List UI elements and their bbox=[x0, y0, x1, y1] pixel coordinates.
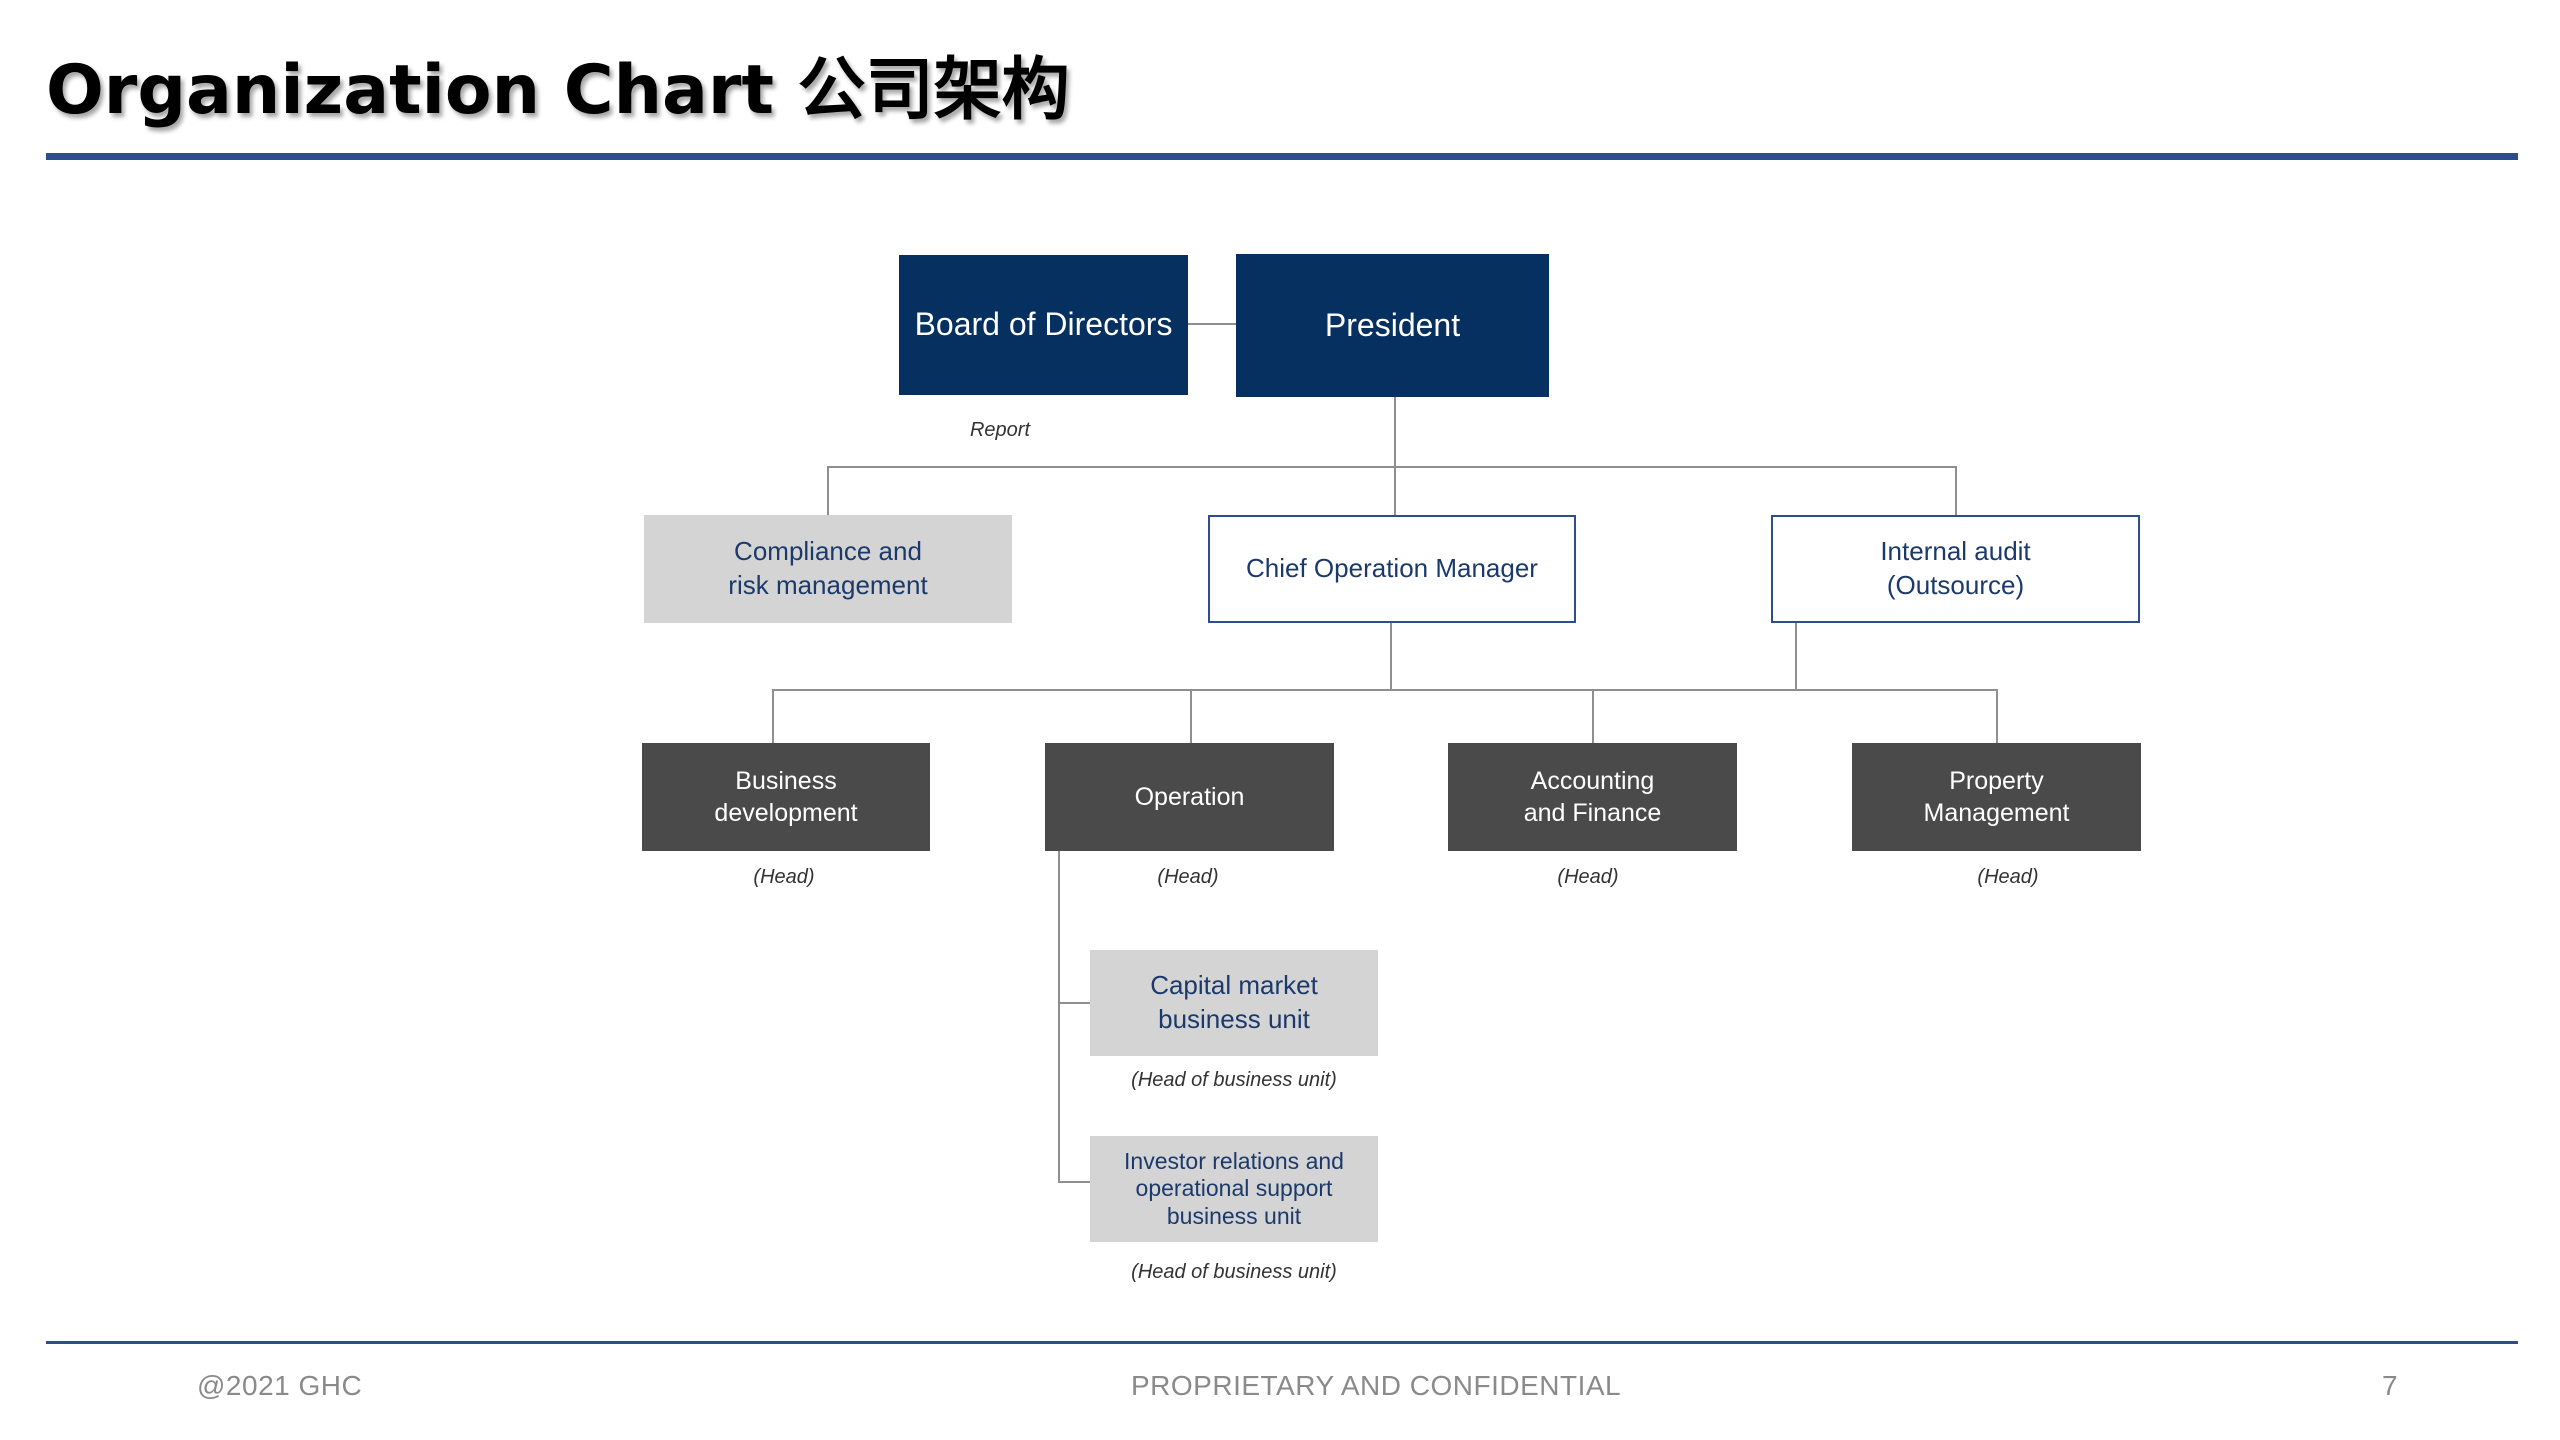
connector-level3-horizontal bbox=[772, 689, 1998, 691]
compliance-label: Compliance and risk management bbox=[728, 536, 928, 600]
internal-audit-box: Internal audit (Outsource) bbox=[1771, 515, 2140, 623]
property-management-box: Property Management bbox=[1852, 743, 2141, 851]
page-number: 7 bbox=[2382, 1370, 2399, 1401]
connector-operation-units-vertical bbox=[1058, 851, 1060, 1183]
business-development-label: Business development bbox=[714, 766, 858, 828]
footer-confidential: PROPRIETARY AND CONFIDENTIAL bbox=[1131, 1370, 1622, 1401]
business-development-box: Business development bbox=[642, 743, 930, 851]
capital-market-unit-caption: (Head of business unit) bbox=[1131, 1069, 1337, 1091]
connector-audit-to-bus bbox=[1795, 623, 1797, 689]
connector-dept-drop-1 bbox=[772, 689, 774, 743]
connector-unit-2 bbox=[1058, 1181, 1090, 1183]
report-caption: Report bbox=[969, 419, 1031, 441]
business-development-caption: (Head) bbox=[753, 866, 815, 888]
connector-level2-horizontal bbox=[827, 466, 1957, 468]
connector-board-president bbox=[1188, 323, 1236, 325]
board-of-directors-label: Board of Directors bbox=[914, 306, 1173, 343]
internal-audit-label: Internal audit (Outsource) bbox=[1880, 536, 2031, 600]
president-label: President bbox=[1324, 306, 1461, 343]
page-title: Organization Chart 公司架构 bbox=[46, 51, 1070, 130]
capital-market-unit-box: Capital market business unit bbox=[1090, 950, 1378, 1056]
accounting-finance-label: Accounting and Finance bbox=[1523, 766, 1662, 828]
accounting-finance-caption: (Head) bbox=[1557, 866, 1619, 888]
board-of-directors-box: Board of Directors bbox=[899, 255, 1188, 395]
connector-com-down bbox=[1390, 623, 1392, 691]
compliance-box: Compliance and risk management bbox=[644, 515, 1012, 623]
footer-rule bbox=[46, 1341, 2518, 1344]
chief-operation-manager-box: Chief Operation Manager bbox=[1208, 515, 1576, 623]
operation-label: Operation bbox=[1134, 782, 1245, 811]
accounting-finance-box: Accounting and Finance bbox=[1448, 743, 1737, 851]
operation-box: Operation bbox=[1045, 743, 1334, 851]
footer-copyright: @2021 GHC bbox=[197, 1370, 363, 1401]
operation-caption: (Head) bbox=[1157, 866, 1219, 888]
president-box: President bbox=[1236, 254, 1549, 397]
connector-dept-drop-2 bbox=[1190, 689, 1192, 743]
connector-compliance-drop bbox=[827, 466, 829, 515]
connector-dept-drop-4 bbox=[1996, 689, 1998, 743]
connector-dept-drop-3 bbox=[1592, 689, 1594, 743]
capital-market-unit-label: Capital market business unit bbox=[1150, 970, 1318, 1034]
property-management-label: Property Management bbox=[1923, 766, 2070, 828]
investor-relations-unit-label: Investor relations and operational suppo… bbox=[1124, 1147, 1344, 1229]
property-management-caption: (Head) bbox=[1977, 866, 2039, 888]
title-underline bbox=[46, 153, 2518, 160]
chief-operation-manager-label: Chief Operation Manager bbox=[1246, 553, 1538, 584]
connector-audit-drop bbox=[1955, 466, 1957, 515]
investor-relations-unit-caption: (Head of business unit) bbox=[1131, 1261, 1337, 1283]
investor-relations-unit-box: Investor relations and operational suppo… bbox=[1090, 1136, 1378, 1242]
connector-president-down bbox=[1394, 397, 1396, 515]
connector-unit-1 bbox=[1058, 1002, 1090, 1004]
